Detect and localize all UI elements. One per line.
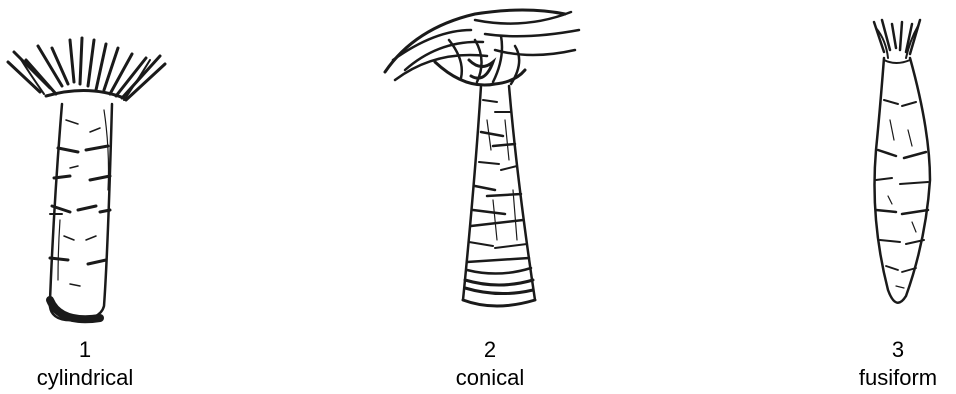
cylindrical-root-drawing xyxy=(0,0,175,330)
figure-caption: conical xyxy=(415,365,565,391)
fusiform-root-drawing xyxy=(840,0,956,330)
figure-caption: fusiform xyxy=(840,365,956,391)
figure-number: 2 xyxy=(450,337,530,363)
conical-root-drawing xyxy=(375,0,605,330)
figure-cylindrical: 1 cylindrical xyxy=(0,0,175,394)
figure-number: 3 xyxy=(858,337,938,363)
figure-caption: cylindrical xyxy=(10,365,160,391)
figure-number: 1 xyxy=(45,337,125,363)
figure-fusiform: 3 fusiform xyxy=(840,0,956,394)
figure-conical: 2 conical xyxy=(375,0,605,394)
